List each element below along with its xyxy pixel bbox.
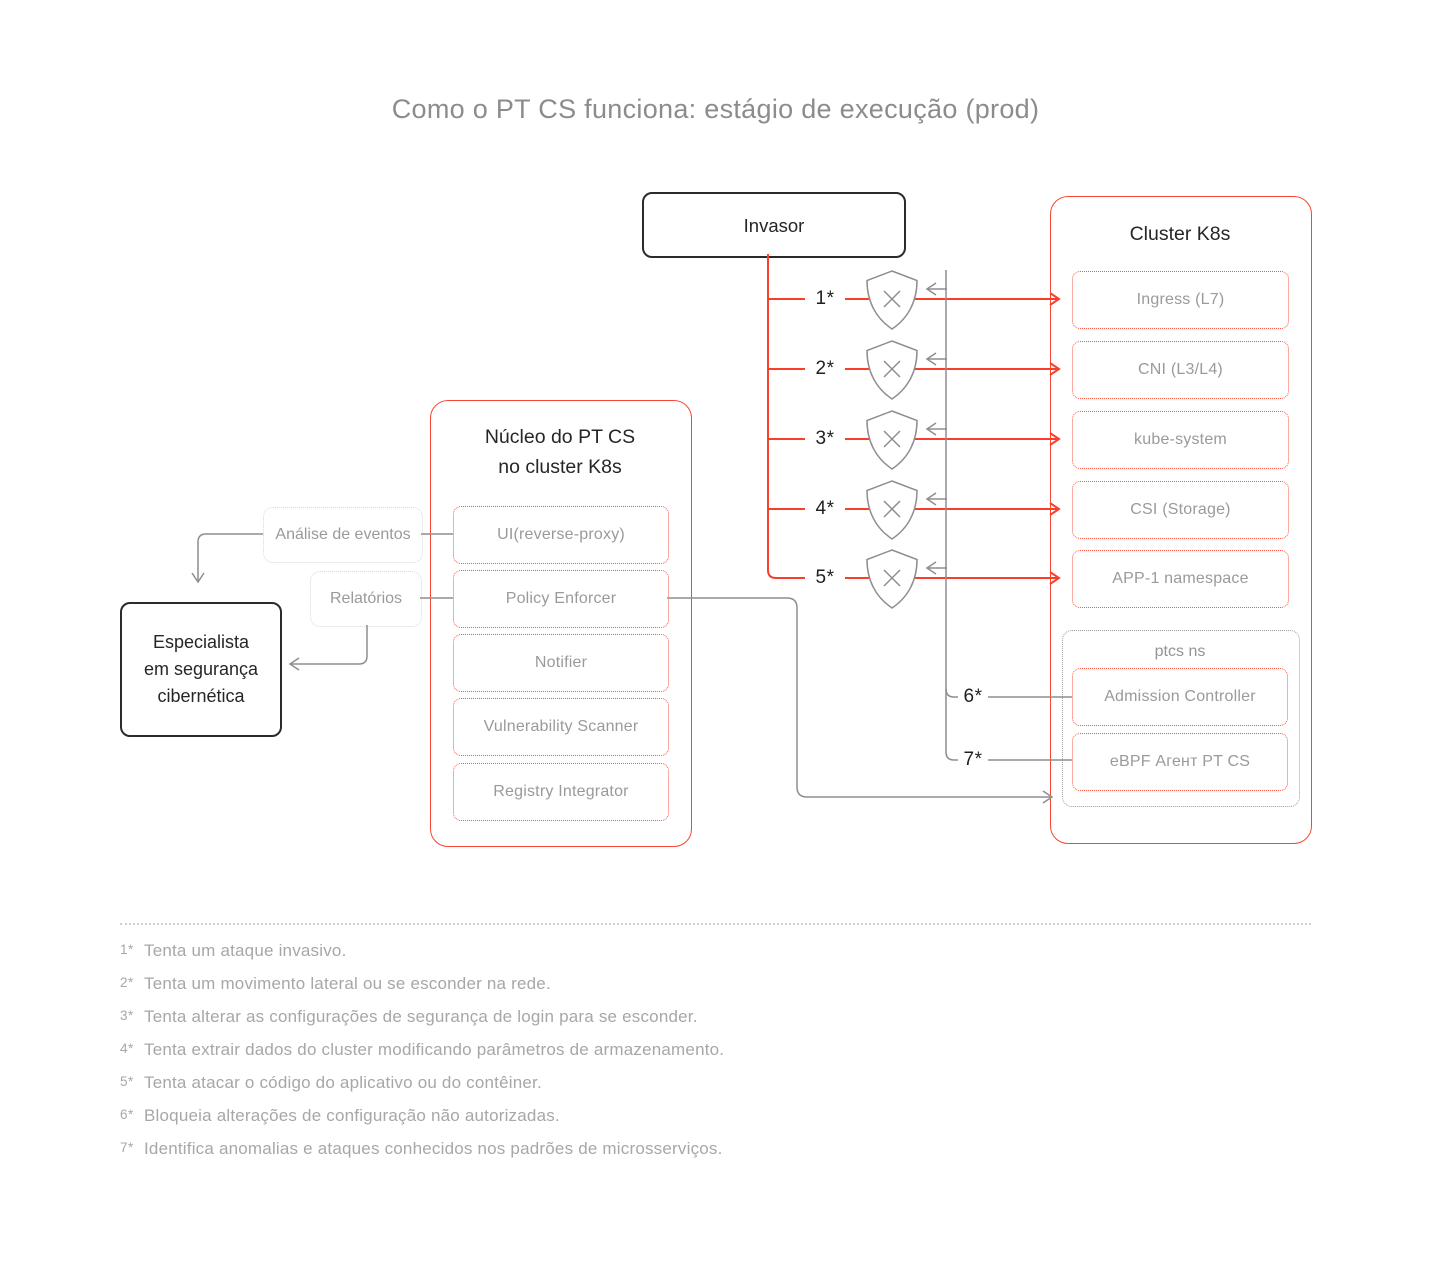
- block-arrow-5-head: [925, 561, 937, 575]
- defense-label-6: 6*: [963, 686, 983, 707]
- ptcs-item-admission-controller: Admission Controller: [1072, 668, 1288, 726]
- nucleo-title-line2: no cluster K8s: [498, 456, 622, 478]
- cluster-item-csi: CSI (Storage): [1072, 481, 1289, 539]
- agent-vertical-line: [945, 270, 958, 761]
- footnote-7-num: 7*: [120, 1140, 134, 1155]
- shield-x-icon-3: [866, 410, 918, 470]
- policy-enforcer-label: Policy Enforcer: [505, 590, 617, 607]
- cluster-item-kube-system: kube-system: [1072, 411, 1289, 469]
- especialista-line1: Especialista: [152, 632, 250, 652]
- footnote-4-text: Tenta extrair dados do cluster modifican…: [144, 1040, 725, 1059]
- page-title: Como o PT CS funciona: estágio de execuç…: [391, 94, 1040, 124]
- footnotes-list: 1* Tenta um ataque invasivo. 2* Tenta um…: [120, 941, 1370, 1172]
- ebpf-agent-label: eBPF Агент PT CS: [1109, 753, 1251, 770]
- footnote-3-text: Tenta alterar as configurações de segura…: [144, 1007, 698, 1026]
- footnote-7-text: Identifica anomalias e ataques conhecido…: [144, 1139, 723, 1158]
- footnote-7: 7* Identifica anomalias e ataques conhec…: [120, 1139, 1370, 1172]
- relatorios-label: Relatórios: [329, 590, 403, 607]
- footnote-1-text: Tenta um ataque invasivo.: [144, 941, 347, 960]
- cluster-k8s-title: Cluster K8s: [1129, 223, 1231, 245]
- block-arrow-4-head: [925, 492, 937, 506]
- especialista-label: Especialista em segurança cibernética: [144, 629, 258, 710]
- cluster-item-app1-namespace: APP-1 namespace: [1072, 550, 1289, 608]
- footnote-5-text: Tenta atacar o código do aplicativo ou d…: [144, 1073, 542, 1092]
- footnote-4: 4* Tenta extrair dados do cluster modifi…: [120, 1040, 1370, 1073]
- admission-controller-label: Admission Controller: [1104, 688, 1256, 705]
- cluster-item-csi-label: CSI (Storage): [1130, 501, 1231, 518]
- footnote-6-text: Bloqueia alterações de configuração não …: [144, 1106, 560, 1125]
- block-arrow-2-head: [925, 352, 937, 366]
- relatorios-to-especialista-line: [291, 625, 368, 665]
- nucleo-item-ui: UI(reverse-proxy): [453, 506, 669, 564]
- especialista-line2: em segurança: [143, 659, 259, 679]
- attack-label-2: 2*: [815, 358, 835, 379]
- shield-x-icon-1: [866, 270, 918, 330]
- cluster-item-kube-system-label: kube-system: [1134, 431, 1227, 448]
- footnotes-divider: [120, 923, 1311, 925]
- especialista-box: Especialista em segurança cibernética: [120, 602, 282, 737]
- analise-eventos-box: Análise de eventos: [263, 507, 423, 563]
- ptcs-ns-title: ptcs ns: [1154, 643, 1206, 660]
- footnote-4-num: 4*: [120, 1041, 134, 1056]
- analise-to-especialista-arrowhead: [191, 572, 205, 584]
- footnote-3: 3* Tenta alterar as configurações de seg…: [120, 1007, 1370, 1040]
- registry-integrator-label: Registry Integrator: [493, 783, 629, 800]
- cluster-item-ingress: Ingress (L7): [1072, 271, 1289, 329]
- nucleo-item-registry-integrator: Registry Integrator: [453, 763, 669, 821]
- invasor-drop-line: [767, 254, 777, 579]
- footnote-5: 5* Tenta atacar o código do aplicativo o…: [120, 1073, 1370, 1106]
- block-arrow-1-head: [925, 282, 937, 296]
- block-arrow-3-head: [925, 422, 937, 436]
- footnote-2-text: Tenta um movimento lateral ou se esconde…: [144, 974, 551, 993]
- footnote-2: 2* Tenta um movimento lateral ou se esco…: [120, 974, 1370, 1007]
- footnote-1-num: 1*: [120, 942, 134, 957]
- shield-x-icons: [866, 270, 918, 609]
- footnote-2-num: 2*: [120, 975, 134, 990]
- ui-reverse-proxy-label: UI(reverse-proxy): [497, 526, 625, 543]
- analise-eventos-label: Análise de eventos: [275, 526, 411, 543]
- footnote-1: 1* Tenta um ataque invasivo.: [120, 941, 1370, 974]
- attack-label-1: 1*: [815, 288, 835, 309]
- vulnerability-scanner-label: Vulnerability Scanner: [483, 718, 639, 735]
- invasor-label: Invasor: [743, 214, 805, 236]
- relatorios-to-especialista-arrowhead: [288, 657, 300, 671]
- cluster-item-cni-label: CNI (L3/L4): [1138, 361, 1223, 378]
- nucleo-item-notifier: Notifier: [453, 634, 669, 692]
- ptcs-item-ebpf-agent: eBPF Агент PT CS: [1072, 733, 1288, 791]
- cluster-item-app1-label: APP-1 namespace: [1112, 570, 1249, 587]
- shield-x-icon-4: [866, 480, 918, 540]
- policy-to-ptcs-line: [667, 597, 1051, 798]
- footnote-3-num: 3*: [120, 1008, 134, 1023]
- nucleo-item-policy-enforcer: Policy Enforcer: [453, 570, 669, 628]
- relatorios-box: Relatórios: [310, 571, 422, 627]
- footnote-6: 6* Bloqueia alterações de configuração n…: [120, 1106, 1370, 1139]
- attack-label-5: 5*: [815, 567, 835, 588]
- invasor-box: Invasor: [642, 192, 906, 258]
- nucleo-ptcs-title: Núcleo do PT CS no cluster K8s: [430, 422, 690, 482]
- shield-x-icon-5: [866, 549, 918, 609]
- nucleo-item-vulnerability-scanner: Vulnerability Scanner: [453, 698, 669, 756]
- notifier-label: Notifier: [534, 654, 588, 671]
- cluster-item-cni: CNI (L3/L4): [1072, 341, 1289, 399]
- shield-x-icon-2: [866, 340, 918, 400]
- especialista-line3: cibernética: [157, 686, 245, 706]
- footnote-5-num: 5*: [120, 1074, 134, 1089]
- nucleo-title-line1: Núcleo do PT CS: [484, 426, 636, 448]
- footnote-6-num: 6*: [120, 1107, 134, 1122]
- analise-to-especialista-line: [197, 533, 263, 581]
- attack-label-3: 3*: [815, 428, 835, 449]
- defense-label-7: 7*: [963, 749, 983, 770]
- cluster-item-ingress-label: Ingress (L7): [1136, 291, 1225, 308]
- defense-6-elbow: [945, 688, 958, 698]
- attack-label-4: 4*: [815, 498, 835, 519]
